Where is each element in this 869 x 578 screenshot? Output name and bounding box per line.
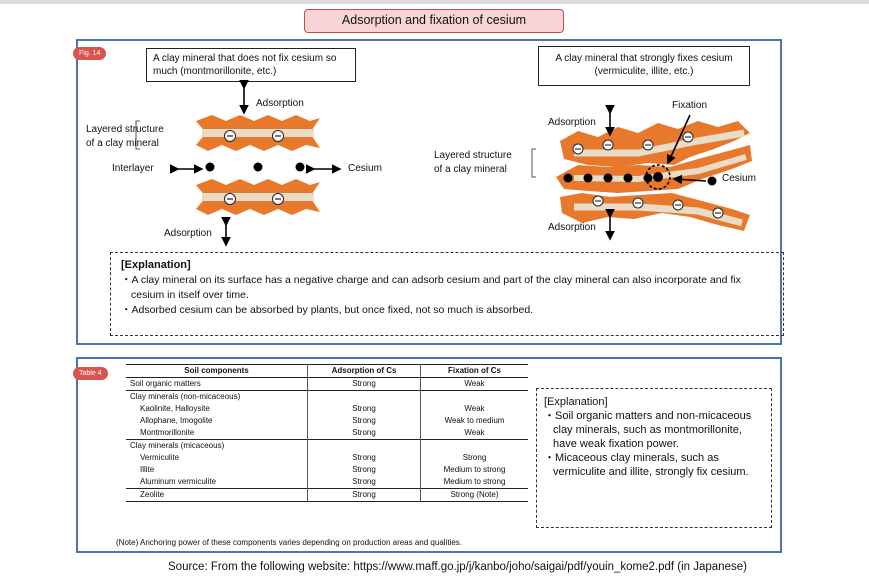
right-caption-box: A clay mineral that strongly fixes cesiu… [538,46,750,86]
interlayer-label: Interlayer [112,163,154,174]
table-cell: Strong [307,464,421,476]
table-cell [420,390,528,403]
table-cell [420,439,528,452]
arrow-icon [170,80,342,247]
table-cell: Zeolite [126,488,309,502]
table-cell: Strong [307,415,421,427]
upper-clay-layer [196,115,320,151]
figure-explanation-title: [Explanation] [121,259,191,271]
figure-explanation-item: ・Adsorbed cesium can be absorbed by plan… [121,304,534,316]
table-explanation-title: [Explanation] [544,396,608,408]
table-cell: Strong [462,453,487,462]
table-cell: Soil organic matters [126,377,309,391]
table-row: Clay minerals (non-micaceous) [126,390,528,403]
table-cell: Weak [464,379,485,388]
layered-structure-label: Layered structure [86,124,164,135]
table-badge: Table 4 [73,367,108,380]
layered-structure-label-2: of a clay mineral [86,138,159,149]
table-cell: Weak to medium [444,416,505,425]
figure-panel: Fig. 14 A clay mineral that does not fix… [73,39,784,345]
table-row: Clay minerals (micaceous) [126,439,528,452]
table-cell: Strong (Note) [420,488,528,502]
fixation-label: Fixation [672,100,708,111]
table-cell: Medium to strong [443,465,506,474]
table-cell: Kaolinite, Halloysite [126,403,309,415]
table-note: (Note) Anchoring power of these componen… [116,538,462,547]
figure-badge: Fig. 14 [73,47,107,60]
cesium-label-right: Cesium [722,173,756,184]
table-cell: Strong [307,427,421,440]
table-cell: Strong [307,452,421,464]
adsorption-label-top: Adsorption [256,98,304,109]
table-cell: Medium to strong [443,477,506,486]
table-cell: Allophane, Imogolite [126,415,309,427]
adsorption-label-right-top: Adsorption [548,117,596,128]
table-cell: Clay minerals (micaceous) [126,439,309,452]
table-cell: Strong [307,476,421,489]
table-cell: Weak [464,428,485,437]
soil-components-table: Soil components Adsorption of Cs Fixatio… [126,364,528,502]
table-cell: Strong [307,488,421,502]
table-cell [307,390,421,403]
table-cell: Strong [307,377,421,391]
fixation-circle [645,164,671,190]
figure-explanation-item: ・A clay mineral on its surface has a neg… [121,274,741,301]
table-explanation: [Explanation] ・Soil organic matters and … [536,388,772,528]
table-explanation-item: ・Soil organic matters and non-micaceous … [544,410,752,450]
table-cell: Illite [126,464,309,476]
column-header: Adsorption of Cs [307,364,421,378]
table-cell: Strong [307,403,421,415]
left-caption-box: A clay mineral that does not fix cesium … [146,48,356,82]
column-header: Fixation of Cs [420,364,528,378]
layered-structure-label-right: Layered structure [434,150,512,161]
table-header-row: Soil components Adsorption of Cs Fixatio… [126,364,528,378]
table-cell: Aluminum vermiculite [126,476,309,489]
lower-clay-layer [196,179,320,215]
table-explanation-item: ・Micaceous clay minerals, such as vermic… [544,452,749,478]
clay-mineral-diagram [135,80,752,247]
table-cell: Weak [464,404,485,413]
table-cell: Clay minerals (non-micaceous) [126,390,309,403]
adsorption-label-right-bottom: Adsorption [548,222,596,233]
table-cell: Vermiculite [126,452,309,464]
figure-explanation: [Explanation] ・A clay mineral on its sur… [110,252,784,336]
page-title: Adsorption and fixation of cesium [304,9,564,33]
table-cell [307,439,421,452]
source-citation: Source: From the following website: http… [168,561,747,573]
top-bar [0,0,869,4]
cesium-icon [205,162,305,172]
table-panel: Table 4 Soil components Adsorption of Cs… [73,357,782,553]
adsorption-label-bottom: Adsorption [164,228,212,239]
cesium-label-left: Cesium [348,163,382,174]
column-header: Soil components [126,364,309,378]
layered-structure-label-right-2: of a clay mineral [434,164,507,175]
table-cell: Montmorillonite [126,427,309,440]
